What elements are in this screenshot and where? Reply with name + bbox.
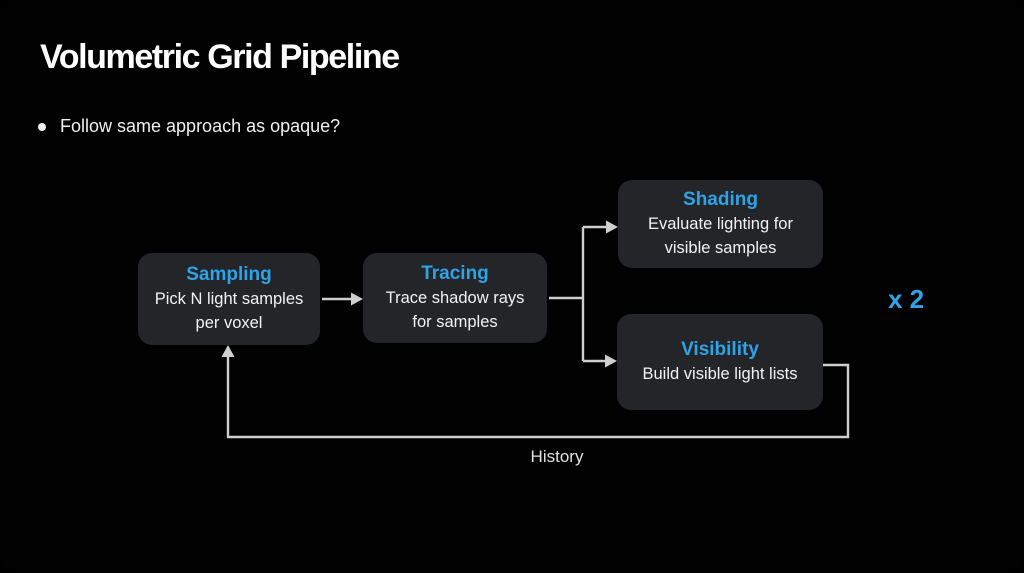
node-shading: Shading Evaluate lighting for visible sa… (618, 180, 823, 268)
node-visibility: Visibility Build visible light lists (617, 314, 823, 410)
node-sampling-title: Sampling (186, 264, 272, 285)
node-sampling: Sampling Pick N light samples per voxel (138, 253, 320, 345)
history-loop-label: History (530, 447, 584, 466)
bullet-text: Follow same approach as opaque? (60, 116, 341, 136)
arrowhead-into-sampling (221, 345, 235, 357)
arrowhead-into-visibility (605, 354, 617, 368)
node-sampling-body: Pick N light samples per voxel (154, 290, 304, 332)
node-tracing-title: Tracing (421, 263, 489, 284)
arrowhead-into-shading (606, 220, 618, 234)
multiplier-label: x 2 (888, 284, 925, 314)
node-visibility-body: Build visible light lists (642, 365, 798, 383)
arrowhead-into-tracing (351, 292, 363, 306)
node-visibility-title: Visibility (681, 339, 759, 360)
bullet-item: Follow same approach as opaque? (38, 116, 340, 137)
page-title: Volumetric Grid Pipeline (40, 38, 400, 76)
node-tracing: Tracing Trace shadow rays for samples (363, 253, 547, 343)
node-shading-title: Shading (683, 189, 758, 210)
bullet-dot-icon (38, 122, 46, 131)
node-shading-body: Evaluate lighting for visible samples (648, 215, 793, 257)
node-tracing-body: Trace shadow rays for samples (385, 289, 525, 331)
